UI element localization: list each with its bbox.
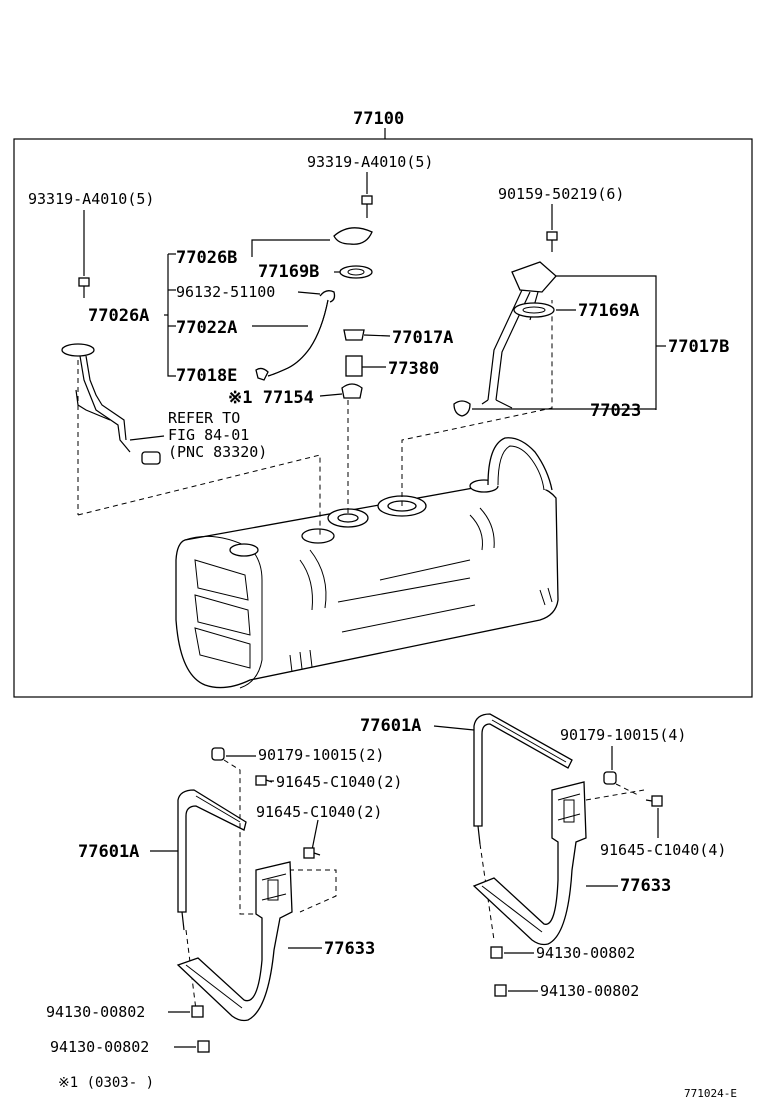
label-gasket-b[interactable]: 77169B xyxy=(258,262,319,282)
joint[interactable] xyxy=(255,367,269,381)
cap-a[interactable] xyxy=(343,329,365,341)
bolt-small-left-1[interactable] xyxy=(255,775,273,786)
washer-right[interactable] xyxy=(603,771,617,785)
gauge-plate-b[interactable] xyxy=(333,227,373,245)
bolt-top-center[interactable] xyxy=(361,195,373,218)
label-tube[interactable]: 77022A xyxy=(176,318,237,338)
gasket-b[interactable] xyxy=(339,265,373,279)
label-bolt-left[interactable]: 93319-A4010(5) xyxy=(28,190,154,208)
filter[interactable] xyxy=(345,355,363,377)
label-bolt-small-left-1[interactable]: 91645-C1040(2) xyxy=(276,773,402,791)
label-suction-tube[interactable]: 77023 xyxy=(590,401,641,421)
nut-right-2[interactable] xyxy=(494,984,507,997)
label-bolt-small-left-2[interactable]: 91645-C1040(2) xyxy=(256,803,382,821)
label-band-left[interactable]: 77601A xyxy=(78,842,139,862)
label-filter[interactable]: 77380 xyxy=(388,359,439,379)
figure-code: 771024-E xyxy=(684,1087,737,1100)
label-bracket-right[interactable]: 77633 xyxy=(620,876,671,896)
fuel-tank[interactable] xyxy=(175,437,559,689)
label-bolt-small-right[interactable]: 91645-C1040(4) xyxy=(600,841,726,859)
fuel-pump-assy[interactable] xyxy=(453,261,557,417)
hose-grommet[interactable] xyxy=(319,290,336,303)
label-pump-assy[interactable]: 77017B xyxy=(668,337,729,357)
label-nut-right-2[interactable]: 94130-00802 xyxy=(540,982,639,1000)
screw-right[interactable] xyxy=(546,231,558,252)
band-left[interactable] xyxy=(177,789,247,931)
footnote: ※1 (0303- ) xyxy=(58,1075,154,1091)
part-77154[interactable] xyxy=(341,383,363,399)
washer-left[interactable] xyxy=(211,747,225,761)
label-gauge-plate-a[interactable]: 77026A xyxy=(88,306,149,326)
refer-line-1[interactable]: REFER TO xyxy=(168,409,240,427)
label-cap-a[interactable]: 77017A xyxy=(392,328,453,348)
bolt-small-right[interactable] xyxy=(645,795,663,807)
label-bolt-top-center[interactable]: 93319-A4010(5) xyxy=(307,153,433,171)
tube[interactable] xyxy=(267,299,329,377)
gauge-sender[interactable] xyxy=(61,343,161,465)
assembly-number[interactable]: 77100 xyxy=(353,109,404,129)
bracket-left[interactable] xyxy=(176,861,293,1022)
assembly-frame xyxy=(13,138,753,698)
nut-left-1[interactable] xyxy=(191,1005,204,1018)
label-nut-right-1[interactable]: 94130-00802 xyxy=(536,944,635,962)
label-hose-grommet[interactable]: 96132-51100 xyxy=(176,283,275,301)
label-bracket-left[interactable]: 77633 xyxy=(324,939,375,959)
nut-right-1[interactable] xyxy=(490,946,503,959)
label-gauge-plate-b[interactable]: 77026B xyxy=(176,248,237,268)
assembly-line-left xyxy=(77,454,321,535)
refer-line-3[interactable]: (PNC 83320) xyxy=(168,443,267,461)
refer-line-2[interactable]: FIG 84-01 xyxy=(168,426,249,444)
assembly-line-right xyxy=(401,300,553,506)
gasket-a[interactable] xyxy=(513,302,555,318)
bolt-small-left-2[interactable] xyxy=(303,847,321,859)
label-band-right[interactable]: 77601A xyxy=(360,716,421,736)
bracket-right[interactable] xyxy=(472,781,587,946)
nut-left-2[interactable] xyxy=(197,1040,210,1053)
label-nut-left-1[interactable]: 94130-00802 xyxy=(46,1003,145,1021)
bolt-left[interactable] xyxy=(78,277,90,298)
label-part-77154[interactable]: ※1 77154 xyxy=(228,388,314,408)
band-right[interactable] xyxy=(473,713,573,845)
label-joint[interactable]: 77018E xyxy=(176,366,237,386)
label-gasket-a[interactable]: 77169A xyxy=(578,301,639,321)
label-washer-right[interactable]: 90179-10015(4) xyxy=(560,726,686,744)
label-screw-right[interactable]: 90159-50219(6) xyxy=(498,185,624,203)
label-washer-left[interactable]: 90179-10015(2) xyxy=(258,746,384,764)
label-nut-left-2[interactable]: 94130-00802 xyxy=(50,1038,149,1056)
